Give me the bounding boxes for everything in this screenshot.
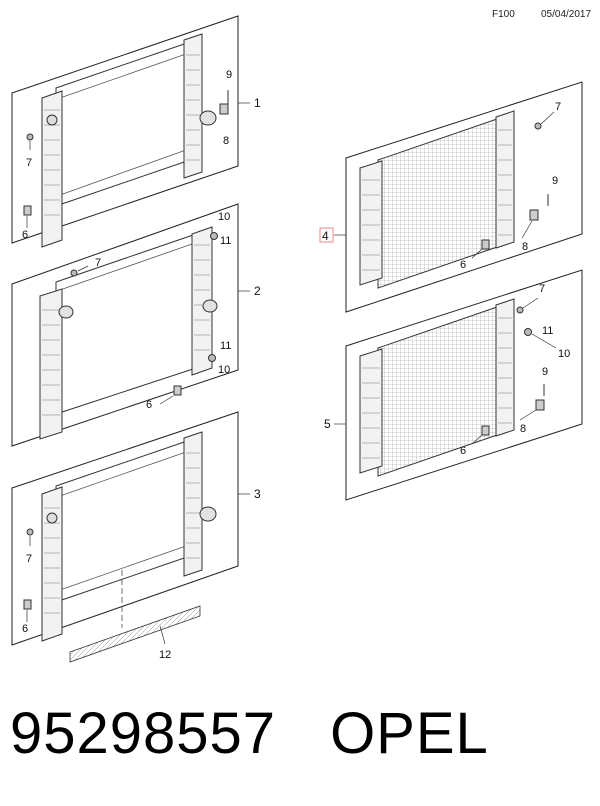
group-1-number: 1 [254, 96, 261, 110]
group-5-pin-6 [481, 425, 490, 436]
group-5-label-a: 7 [539, 283, 545, 295]
group-5-grommet-10 [524, 328, 532, 336]
group-4-number-highlight [319, 227, 334, 243]
group-3-label-c: 12 [159, 649, 171, 661]
group-2-number: 2 [254, 284, 261, 298]
diagram-code: F100 [492, 9, 515, 20]
group-1-left-tank [41, 90, 63, 248]
group-2-label-f: 6 [146, 399, 152, 411]
group-2-label-c: 7 [95, 257, 101, 269]
group-1-pin-6 [23, 205, 32, 216]
group-1-label-b: 8 [223, 135, 229, 147]
diagram-date: 05/04/2017 [541, 9, 592, 20]
group-4-right-tank [495, 110, 515, 249]
group-2-grommet-10a [210, 232, 218, 240]
group-1-right-tank [183, 33, 203, 179]
brand-name: OPEL [330, 701, 489, 766]
group-5-label-f: 6 [460, 445, 466, 457]
group-2-left-tank [39, 288, 63, 440]
group-3-left-tank [41, 486, 63, 642]
group-1-label-c: 7 [26, 157, 32, 169]
part-number: 95298557 [10, 701, 277, 766]
group-2-grommet-10b [208, 354, 216, 362]
group-2-right-tank [191, 226, 213, 376]
group-2-label-b: 11 [220, 235, 231, 247]
group-4-bracket-8 [529, 209, 539, 221]
group-4-label-b: 9 [552, 175, 558, 187]
group-5-radiator-assembly[interactable]: 7 11 10 9 8 6 5 [324, 269, 583, 501]
group-5-bolt-7 [516, 306, 524, 314]
group-2-bolt-7 [70, 269, 78, 277]
group-3-label-b: 6 [22, 623, 28, 635]
group-5-label-b: 11 [542, 325, 553, 337]
group-3-frame [11, 411, 239, 646]
group-2-label-d: 11 [220, 340, 231, 352]
group-3-pin-6 [23, 599, 32, 610]
group-4-label-a: 7 [555, 101, 561, 113]
group-5-label-e: 8 [520, 423, 526, 435]
group-4-pin-6 [481, 239, 490, 250]
group-3-radiator-assembly[interactable]: 7 6 12 3 [11, 411, 261, 663]
group-2-label-e: 10 [218, 364, 230, 376]
group-3-seal-strip [69, 605, 201, 663]
group-1-radiator-assembly[interactable]: 9 8 7 6 1 [11, 15, 261, 248]
group-4-label-d: 6 [460, 259, 466, 271]
group-3-number: 3 [254, 487, 261, 501]
group-3-right-tank [183, 431, 203, 577]
group-4-radiator-core [377, 117, 501, 289]
group-1-radiator-core [55, 41, 191, 207]
group-3-radiator-core [55, 439, 191, 603]
group-3-bolt-7 [26, 528, 34, 536]
group-2-frame [11, 203, 239, 447]
group-2-radiator-assembly[interactable]: 10 11 7 11 10 6 2 [11, 203, 261, 447]
group-4-bolt-7 [534, 122, 542, 130]
group-5-frame [345, 269, 583, 501]
group-4-label-c: 8 [522, 241, 528, 253]
group-5-left-tank [359, 348, 383, 474]
exploded-parts-diagram: 9 8 7 6 1 10 11 7 11 10 6 2 [11, 15, 583, 663]
group-5-number: 5 [324, 417, 331, 431]
group-5-radiator-core [377, 305, 501, 477]
group-4-frame [345, 81, 583, 313]
group-4-radiator-assembly[interactable]: 7 9 8 6 4 [319, 81, 583, 313]
group-5-label-d: 9 [542, 366, 548, 378]
group-5-right-tank [495, 298, 515, 437]
group-4-number: 4 [322, 229, 329, 243]
footer-caption: 95298557 OPEL [10, 700, 489, 767]
group-1-label-a: 9 [226, 69, 232, 81]
group-2-pin-6 [173, 385, 182, 396]
group-2-label-a: 10 [218, 211, 230, 223]
group-5-bracket-8 [535, 399, 545, 411]
group-1-bracket-8 [219, 103, 229, 115]
group-1-bolt-7 [26, 133, 34, 141]
group-5-label-c: 10 [558, 348, 570, 360]
group-4-left-tank [359, 160, 383, 286]
group-1-frame [11, 15, 239, 244]
group-3-label-a: 7 [26, 553, 32, 565]
group-1-label-d: 6 [22, 229, 28, 241]
